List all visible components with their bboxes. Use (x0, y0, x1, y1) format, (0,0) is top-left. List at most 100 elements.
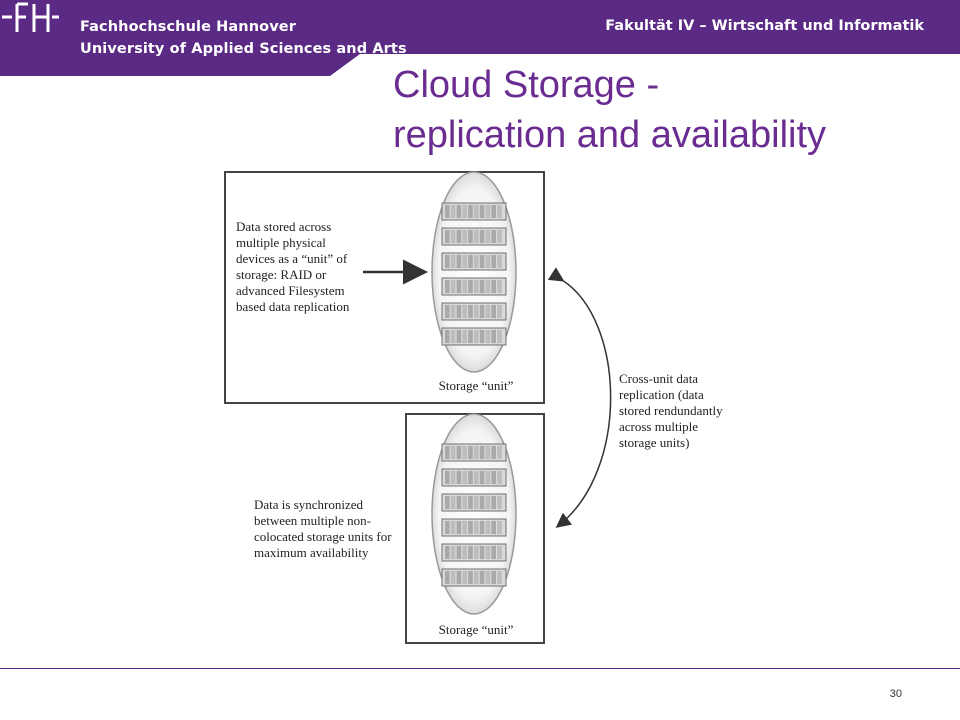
banner-shape (0, 0, 960, 76)
disk-drive (497, 571, 502, 584)
disk-drive (485, 305, 491, 318)
disk-drive (485, 521, 491, 534)
disk-drive (456, 205, 462, 218)
disk-drive (485, 496, 491, 509)
disk-drive (497, 280, 502, 293)
disk-drive (479, 471, 485, 484)
disk-drive (474, 521, 479, 534)
bottom-unit-label: Storage “unit” (439, 622, 514, 637)
bottom-annotation-line: colocated storage units for (254, 529, 392, 544)
disk-drive (491, 496, 496, 509)
disk-drive (468, 280, 473, 293)
disk-drive (450, 471, 456, 484)
disk-drive (456, 571, 462, 584)
disk-drive (497, 496, 502, 509)
disk-drive (479, 330, 485, 343)
disk-drive (450, 521, 456, 534)
disk-drive (491, 446, 496, 459)
disk-drive (450, 305, 456, 318)
cross-unit-note-line: Cross-unit data (619, 371, 698, 386)
disk-drive (462, 571, 467, 584)
disk-drive (485, 471, 491, 484)
disk-drive (450, 255, 456, 268)
disk-drive (450, 230, 456, 243)
disk-drive (479, 305, 485, 318)
disk-drive (474, 255, 479, 268)
disk-drive (468, 446, 473, 459)
disk-rack-icon (441, 443, 507, 587)
disk-drive (479, 546, 485, 559)
disk-drive (474, 446, 479, 459)
disk-drive (462, 230, 467, 243)
disk-drive (468, 330, 473, 343)
disk-drive (462, 471, 467, 484)
disk-drive (497, 205, 502, 218)
disk-drive (445, 230, 450, 243)
disk-drive (462, 446, 467, 459)
disk-drive (456, 255, 462, 268)
disk-drive (456, 471, 462, 484)
disk-drive (456, 230, 462, 243)
university-line-1: Fachhochschule Hannover (80, 19, 296, 35)
disk-drive (468, 471, 473, 484)
double-arrow-curve-icon (547, 267, 612, 528)
disk-drive (497, 330, 502, 343)
bottom-annotation: Data is synchronized between multiple no… (254, 497, 395, 560)
disk-drive (479, 571, 485, 584)
disk-drive (445, 305, 450, 318)
university-line-2: University of Applied Sciences and Arts (80, 41, 407, 57)
disk-drive (491, 205, 496, 218)
cross-unit-note-line: stored rendundantly (619, 403, 723, 418)
title-line-2: replication and availability (393, 114, 827, 156)
disk-drive (445, 521, 450, 534)
disk-drive (474, 230, 479, 243)
disk-drive (445, 546, 450, 559)
disk-drive (479, 496, 485, 509)
disk-drive (468, 546, 473, 559)
disk-drive (485, 205, 491, 218)
disk-drive (462, 546, 467, 559)
top-annotation-line: Data stored across (236, 219, 331, 234)
disk-drive (462, 205, 467, 218)
top-annotation-line: storage: RAID or (236, 267, 327, 282)
disk-drive (491, 280, 496, 293)
disk-drive (468, 205, 473, 218)
disk-drive (485, 330, 491, 343)
disk-drive (474, 280, 479, 293)
fh-logo-icon (2, 2, 59, 32)
top-annotation: Data stored across multiple physical dev… (236, 219, 350, 314)
disk-drive (485, 230, 491, 243)
top-annotation-line: based data replication (236, 299, 350, 314)
disk-drive (474, 546, 479, 559)
disk-drive (456, 496, 462, 509)
disk-drive (468, 255, 473, 268)
disk-drive (462, 330, 467, 343)
disk-rack-icon (441, 202, 507, 346)
disk-drive (456, 330, 462, 343)
disk-drive (450, 205, 456, 218)
disk-drive (456, 546, 462, 559)
title-line-1: Cloud Storage - (393, 64, 660, 106)
disk-drive (479, 280, 485, 293)
disk-drive (479, 446, 485, 459)
disk-drive (485, 446, 491, 459)
disk-drive (479, 255, 485, 268)
bottom-annotation-line: Data is synchronized (254, 497, 364, 512)
disk-drive (497, 230, 502, 243)
disk-drive (445, 255, 450, 268)
bottom-annotation-line: maximum availability (254, 545, 369, 560)
disk-drive (491, 471, 496, 484)
cross-unit-note-line: replication (data (619, 387, 704, 402)
disk-drive (450, 330, 456, 343)
top-annotation-line: advanced Filesystem (236, 283, 345, 298)
disk-drive (445, 496, 450, 509)
disk-drive (479, 205, 485, 218)
disk-drive (462, 255, 467, 268)
disk-drive (468, 496, 473, 509)
disk-drive (456, 280, 462, 293)
bottom-annotation-line: between multiple non- (254, 513, 371, 528)
disk-drive (485, 546, 491, 559)
disk-drive (468, 571, 473, 584)
disk-drive (445, 205, 450, 218)
disk-drive (485, 571, 491, 584)
